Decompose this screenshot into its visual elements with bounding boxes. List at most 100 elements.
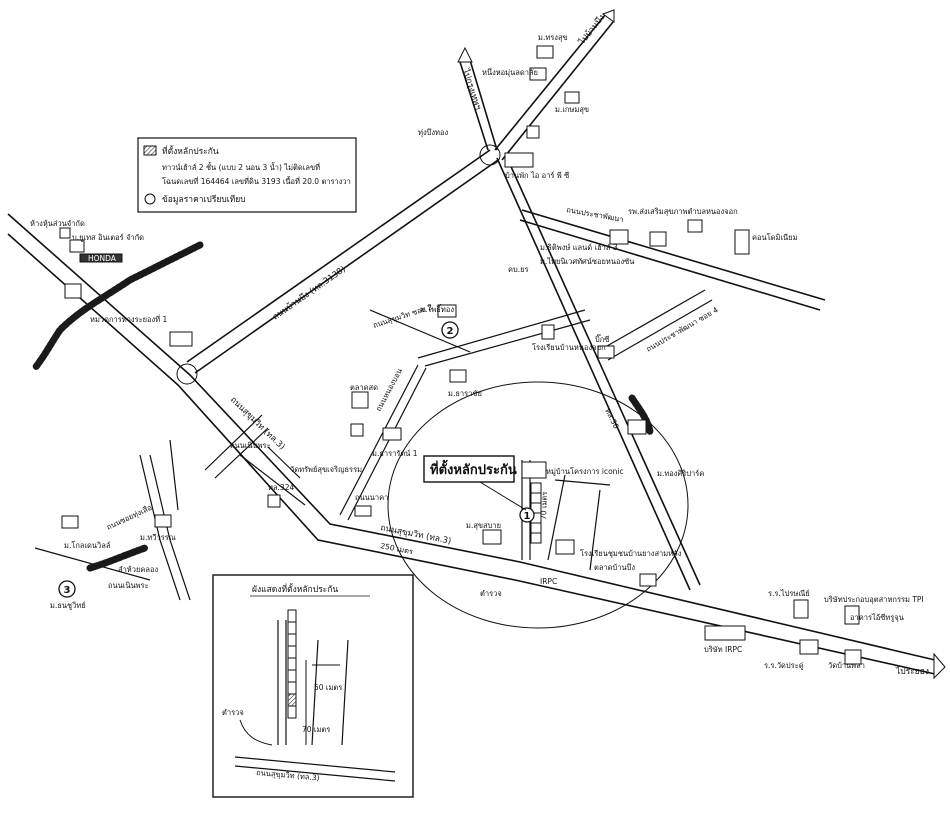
inset-sukhumvit-1 <box>234 756 396 773</box>
nongbon-road-2 <box>347 367 427 521</box>
place-baan-sukkasem: ม.เกษมสุข <box>555 105 589 114</box>
building-icon <box>529 67 547 81</box>
place-ipm-c: ม.ไทยนิเวศทัศน์ซอยหนองซัน <box>540 257 634 266</box>
prachaphatthana-soi4-2 <box>607 299 713 361</box>
place-school-nongcok: โรงเรียนบ้านหนองจอก <box>532 343 606 352</box>
inset-map: ผังแสดงที่ตั้งหลักประกัน 50 เมตร 70 เมตร… <box>212 574 414 798</box>
road-label-bangkok-dir: ไปกรุงเทพฯ <box>460 67 484 112</box>
property-soi-4 <box>589 489 601 571</box>
west-roundabout <box>176 363 198 385</box>
canal-left <box>31 241 204 372</box>
building-icon <box>61 515 79 529</box>
small-road-b <box>214 427 269 479</box>
comparable-marker-2: 2 <box>441 321 459 339</box>
building-icon <box>649 231 667 247</box>
north-roundabout <box>479 144 501 166</box>
small-road-d <box>267 446 301 479</box>
radius-circle <box>387 381 689 629</box>
building-icon <box>609 229 629 245</box>
place-baan-wat: ม.ธารารัตน์ 1 <box>372 449 418 458</box>
inset-soi-4 <box>341 639 349 746</box>
building-icon <box>639 573 657 587</box>
place-baan-maiyam: ม.ทรงสุข <box>538 33 568 42</box>
property-label: ที่ตั้งหลักประกัน <box>430 459 517 478</box>
road-label-nongbon: ถนนหนองบอน <box>374 367 404 413</box>
building-icon <box>351 391 369 409</box>
canal-lower-left <box>86 544 149 572</box>
svg-text:3: 3 <box>64 585 71 596</box>
place-market-7: ตลาดบ้านบึง <box>594 563 635 572</box>
road-label-prachaphatthana-soi4: ถนนประชาพัฒนา ซอย 4 <box>645 305 720 354</box>
inset-d70: 70 เมตร <box>302 725 330 734</box>
inset-title: ผังแสดงที่ตั้งหลักประกัน <box>252 583 338 595</box>
building-icon <box>59 227 71 239</box>
building-icon <box>793 599 809 619</box>
place-school-ban: ถนนนาคา <box>355 493 388 502</box>
building-icon <box>354 505 372 517</box>
property-label-box: ที่ตั้งหลักประกัน <box>423 455 527 511</box>
building-icon <box>69 239 85 253</box>
place-baan-irpc: บ้านพัก ไอ อาร์ พี ซี <box>505 171 569 180</box>
ne-road-2 <box>501 21 614 161</box>
place-pointer: ตำรวจ <box>480 589 502 598</box>
road-label-left-1: ถนนซอยทุ่งเสือ <box>105 503 153 532</box>
small-road-c <box>239 454 306 506</box>
place-left-village: ม.โกลเดนวิลล์ <box>64 541 110 550</box>
building-icon <box>526 125 540 139</box>
place-gas-tpi: อาคารไอ้ซีทรูจุน <box>850 613 904 622</box>
arrow-rayong-icon <box>933 652 946 680</box>
building-icon <box>350 423 364 437</box>
place-pingsamai: ตลาดสด <box>350 383 378 392</box>
inset-pointer: ตำรวจ <box>222 708 244 717</box>
building-icon <box>504 152 534 168</box>
place-toyota-sign: ม.ทองศิริปาร์ค <box>657 469 704 478</box>
north-road-1 <box>459 61 489 151</box>
banbueng-road-2 <box>194 159 499 374</box>
hwy36-1 <box>496 157 691 591</box>
building-icon <box>597 345 615 359</box>
place-condo: คอนโดมิเนียม <box>752 233 798 242</box>
legend-property-label: ที่ตั้งหลักประกัน <box>162 145 219 157</box>
building-icon <box>627 419 647 435</box>
hwy36-2 <box>507 159 701 586</box>
comparable-marker-3: 3 <box>58 580 76 598</box>
road-label-prachaphatthana: ถนนประชาพัฒนา <box>566 205 625 224</box>
building-icon <box>382 427 402 441</box>
left-road-b <box>149 454 191 601</box>
road-label-soi-nuea: ถนนเนินพระ <box>230 441 271 450</box>
building-icon <box>482 529 502 545</box>
building-icon <box>437 304 457 318</box>
inset-sukhumvit-2 <box>234 765 396 782</box>
legend: ที่ตั้งหลักประกัน ทาวน์เฮ้าส์ 2 ชั้น (แบ… <box>137 137 357 213</box>
place-clinic: ร.ร.ไปรษณีย์ <box>768 589 810 598</box>
sukhumvit-road-upper <box>7 213 936 661</box>
building-icon <box>704 625 746 641</box>
ne-road-1 <box>494 14 606 151</box>
building-icon <box>555 539 575 555</box>
prachaphatthana-1 <box>521 209 826 301</box>
road-label-left-2: ลำห้วยคลอง <box>118 565 158 574</box>
left-road-d <box>169 439 179 511</box>
property-soi-5 <box>554 479 611 486</box>
legend-description-1: ทาวน์เฮ้าส์ 2 ชั้น (แบบ 2 นอน 3 น้ำ) ไม่… <box>162 162 320 172</box>
building-icon <box>267 494 281 508</box>
building-icon <box>64 283 82 299</box>
place-toyota-company: บ.ยูเทส อินเตอร์ จำกัด <box>72 233 144 242</box>
place-school-ro: ร.ร.วัดประดู่ <box>764 661 804 670</box>
building-icon <box>79 253 123 263</box>
place-circle-banbueng: ทุ่งบึงทอง <box>418 128 448 137</box>
inset-pointer-arrow-icon <box>239 719 273 746</box>
place-wat-ban: วัดบ้านพลา <box>828 661 865 670</box>
road-label-rayong-dir: ไประยอง <box>895 666 929 677</box>
inset-d50: 50 เมตร <box>314 683 342 692</box>
place-gas: คบ.ยร <box>508 265 529 274</box>
place-irpc-label: IRPC <box>540 577 557 586</box>
soi2-2 <box>424 319 591 367</box>
svg-text:2: 2 <box>447 326 454 337</box>
place-ipm-b: ม.ธิติพงษ์ แลนด์ เฮ้าส์ 3 <box>540 243 618 252</box>
road-label-324: ทล.324 <box>268 483 294 492</box>
building-icon <box>844 605 860 625</box>
soi2-1 <box>417 309 586 359</box>
legend-description-2: โฉนดเลขที่ 164464 เลขที่ดิน 3193 เนื้อที… <box>162 176 351 186</box>
